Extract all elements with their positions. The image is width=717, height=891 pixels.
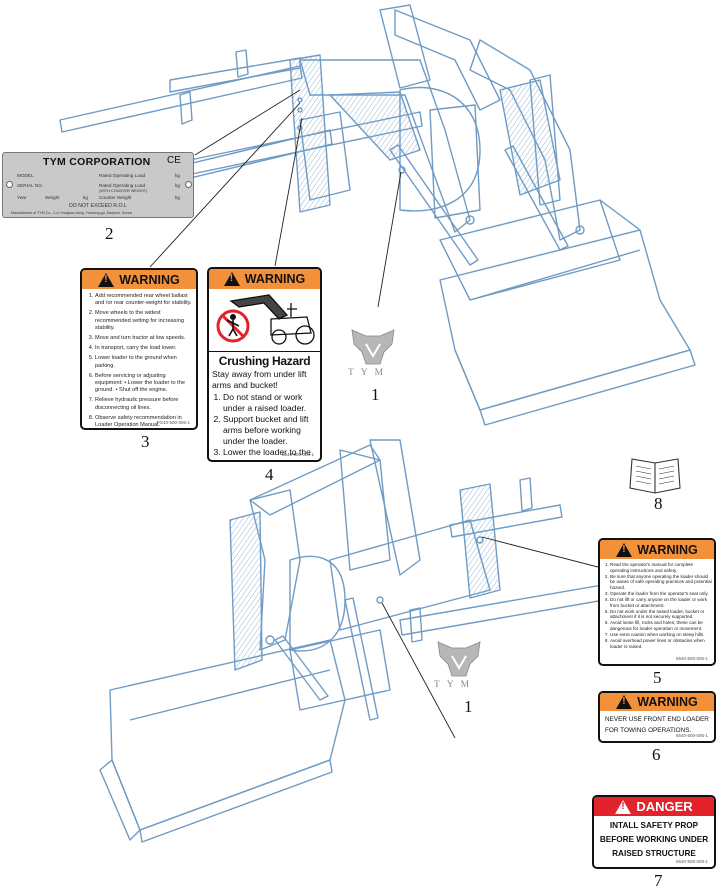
decal-4-warning: WARNING Crushing Hazard Stay away from u… — [207, 267, 322, 462]
decal-3-item: In transport, carry the load lower. — [95, 345, 193, 352]
decal-3-body: Add recommended rear wheel ballast and /… — [82, 289, 196, 428]
plate-rol-warning: DO NOT EXCEED R.O.L — [69, 203, 127, 209]
plate-unit-3: kg — [83, 195, 88, 200]
decal-5-item: Avoid overhead power lines or obstacles … — [610, 638, 712, 649]
decal-3-warning: WARNING Add recommended rear wheel balla… — [80, 268, 198, 430]
decal-3-item: Lower loader to the ground when parking. — [95, 355, 193, 370]
callout-number: 7 — [654, 871, 663, 890]
plate-unit-1: kg — [175, 173, 180, 178]
decal-5-code: 6540-500-005-1 — [675, 656, 708, 661]
decal-7-code: 6540-500-009-1 — [675, 859, 708, 864]
decal-4-item: Support bucket and lift arms before work… — [223, 414, 317, 447]
decal-3-item: Add recommended rear wheel ballast and /… — [95, 293, 193, 308]
manual-book-icon — [629, 458, 681, 494]
decal-3-item: Move and turn tractor at low speeds. — [95, 335, 193, 342]
top-loader-drawing — [59, 4, 696, 426]
tym-logo-text-bottom: TYM — [434, 680, 477, 690]
decal-6-text: NEVER USE FRONT END LOADER FOR TOWING OP… — [605, 716, 709, 734]
callout-number: 8 — [654, 494, 663, 513]
danger-triangle-icon — [615, 799, 632, 814]
plate-rated-load-sub: (WITH COUNTER WEIGHT) — [99, 189, 148, 193]
crushing-hazard-pictogram — [216, 294, 315, 345]
decal-5-body: Read the operator's manual for complete … — [600, 559, 714, 649]
decal-6-code: 6540-500-006-1 — [675, 733, 708, 738]
decal-6-header-text: WARNING — [637, 695, 698, 709]
decal-4-header-text: WARNING — [244, 272, 306, 286]
warning-triangle-icon — [616, 542, 633, 557]
ce-mark: CE — [167, 155, 181, 166]
nameplate-title: TYM CORPORATION — [43, 156, 151, 168]
decal-5-item: Do not lift or carry anyone on the loade… — [610, 597, 712, 608]
decal-7-header-text: DANGER — [636, 799, 693, 814]
plate-hole-left — [6, 181, 13, 188]
callout-number: 2 — [105, 224, 114, 243]
tym-nameplate: TYM CORPORATION CE MODEL Rated Operating… — [2, 152, 194, 218]
bottom-loader-drawing — [99, 439, 663, 843]
plate-footer: Manufacturer of TYM Co., 2-ro Yongsan-do… — [11, 211, 132, 215]
decal-3-item: Move wheels to the widest recommended se… — [95, 310, 193, 332]
decal-3-header: WARNING — [82, 270, 196, 289]
plate-counter-weight-label: Counter Weight — [99, 195, 132, 200]
decal-5-header: WARNING — [600, 540, 714, 559]
warning-triangle-icon — [223, 272, 240, 286]
callout-number: 3 — [141, 432, 150, 451]
decal-5-item: Be sure that anyone operating the loader… — [610, 574, 712, 591]
tym-logo-text-top: TYM — [348, 368, 391, 378]
decal-4-title: Crushing Hazard — [218, 354, 311, 368]
decal-4-list: Do not stand or work under a raised load… — [209, 392, 320, 460]
decal-3-code: FG40-500-006-1 — [156, 420, 190, 425]
plate-rated-load-label-2: Rated Operating Load — [99, 183, 146, 188]
decal-5-warning: WARNING Read the operator's manual for c… — [598, 538, 716, 666]
decal-4-intro: Stay away from under lift arms and bucke… — [212, 369, 307, 390]
plate-hole-right — [185, 181, 192, 188]
plate-year-label: Year — [17, 195, 27, 200]
warning-triangle-icon — [98, 272, 115, 287]
decal-3-header-text: WARNING — [119, 272, 180, 287]
decal-6-warning: WARNING NEVER USE FRONT END LOADER FOR T… — [598, 691, 716, 743]
decal-3-item: Observe safety recommendation in Loader … — [95, 415, 193, 428]
plate-unit-2: kg — [175, 183, 180, 188]
decal-4-header: WARNING — [209, 269, 320, 289]
callout-number: 6 — [652, 745, 661, 764]
plate-unit-4: kg — [175, 195, 180, 200]
tym-logo-bottom — [437, 641, 481, 677]
callout-number: 1 — [371, 385, 380, 404]
decal-4-code: 6540-500-004-1 — [281, 452, 314, 457]
plate-serial-label: SERIAL NO. — [17, 183, 44, 188]
callout-number: 1 — [464, 697, 473, 716]
decal-6-header: WARNING — [600, 693, 714, 711]
plate-weight-label: Weight — [45, 195, 60, 200]
decal-5-item: Avoid loose fill, rocks and holes; these… — [610, 620, 712, 631]
decal-4-item: Do not stand or work under a raised load… — [223, 392, 317, 414]
warning-triangle-icon — [616, 695, 633, 709]
decal-7-danger: DANGER INTALL SAFETY PROP BEFORE WORKING… — [592, 795, 716, 869]
decal-5-item: Do not work under the raised loader, buc… — [610, 609, 712, 620]
plate-rated-load-label: Rated Operating Load — [99, 173, 146, 178]
callout-number: 5 — [653, 668, 662, 687]
decal-7-header: DANGER — [594, 797, 714, 816]
decal-3-item: Before servicing or adjusting equipment:… — [95, 373, 193, 395]
decal-3-item: Relieve hydraulic pressure before discon… — [95, 397, 193, 412]
decal-5-item: Use extra caution when working on steep … — [610, 632, 712, 638]
decal-5-header-text: WARNING — [637, 542, 698, 557]
decal-4-item: Lower the loader to the ground before le… — [223, 447, 317, 460]
tym-logo-top — [351, 329, 395, 365]
decal-5-item: Operate the loader from the operator's s… — [610, 591, 712, 597]
decal-7-text: INTALL SAFETY PROP BEFORE WORKING UNDER … — [599, 821, 709, 858]
callout-number: 4 — [265, 465, 274, 484]
plate-model-label: MODEL — [17, 173, 34, 178]
decal-5-item: Read the operator's manual for complete … — [610, 562, 712, 573]
